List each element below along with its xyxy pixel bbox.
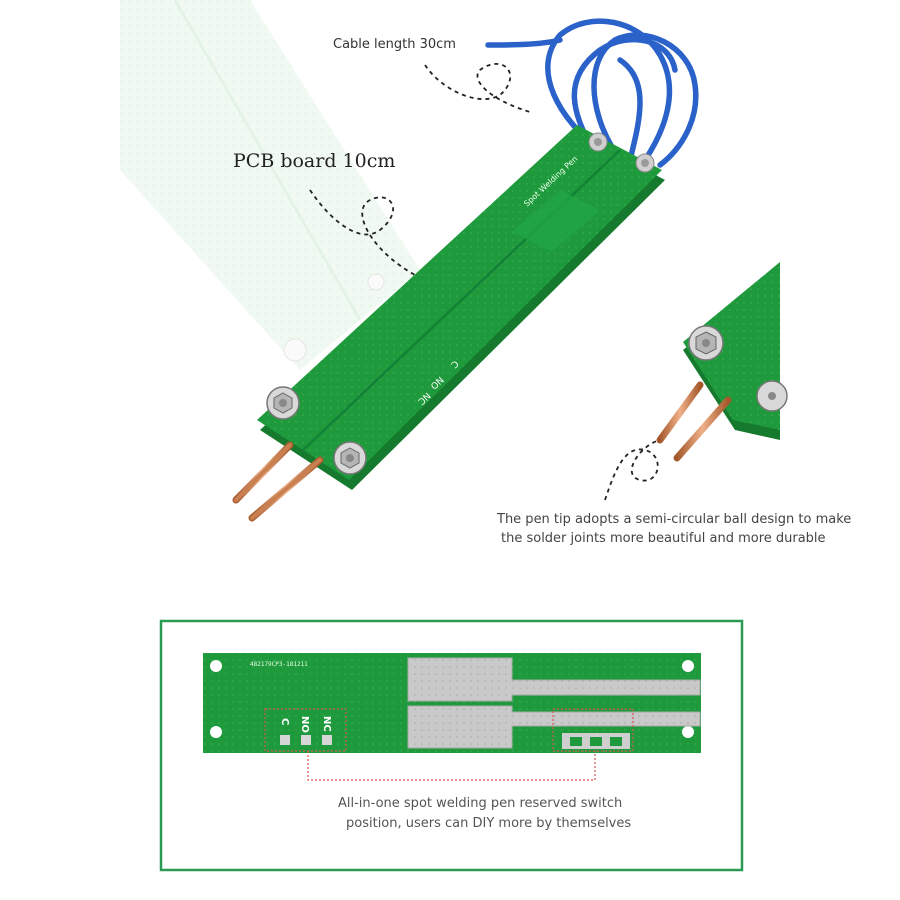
pen-tip-caption-line1: The pen tip adopts a semi-circular ball … [497, 512, 852, 527]
blue-cable [485, 18, 699, 168]
switch-caption-line1: All-in-one spot welding pen reserved swi… [338, 796, 623, 811]
switch-position-markers [264, 708, 634, 781]
pen-tip-caption-line2: the solder joints more beautiful and mor… [501, 531, 826, 546]
spot-welding-pen: Spot Welding Pen C NO NC [232, 125, 665, 522]
pcb-board-label: PCB board 10cm [233, 150, 396, 172]
flat-pin-c: C [279, 718, 290, 725]
switch-detail-frame [159, 619, 744, 872]
copper-tips [232, 441, 324, 522]
tip-screws [266, 386, 367, 475]
wire-screws [588, 132, 655, 173]
flat-pin-nc: NC [321, 716, 332, 732]
pcb-pin-c: C [448, 358, 459, 370]
pcb-ghost-extension [120, 0, 420, 370]
switch-caption-line2: position, users can DIY more by themselv… [346, 816, 632, 831]
callout-lines [309, 63, 661, 501]
pen-tip-closeup [656, 262, 788, 462]
flat-pcb-board: 482179CP3-181211 C NO NC [203, 653, 701, 753]
pcb-part-code: 482179CP3-181211 [250, 661, 308, 668]
cable-length-label: Cable length 30cm [333, 37, 456, 52]
flat-pin-no: NO [299, 716, 310, 733]
